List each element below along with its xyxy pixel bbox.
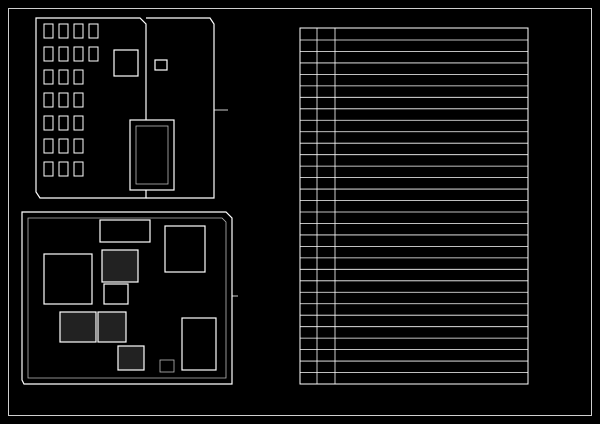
upper-fuse bbox=[43, 23, 54, 39]
upper-fuse bbox=[73, 69, 84, 85]
lower-relay-top bbox=[99, 219, 151, 243]
upper-fuse bbox=[73, 92, 84, 108]
upper-relay-large-inner bbox=[135, 125, 169, 185]
upper-fuse bbox=[58, 23, 69, 39]
lower-small-component bbox=[159, 359, 175, 373]
upper-fuse bbox=[73, 138, 84, 154]
lower-relay-left bbox=[43, 253, 93, 305]
lower-relay-bottom-left bbox=[59, 311, 97, 343]
upper-fuse bbox=[43, 138, 54, 154]
upper-fuse bbox=[43, 46, 54, 62]
upper-fuse bbox=[73, 46, 84, 62]
upper-fuse bbox=[58, 138, 69, 154]
upper-fuse bbox=[43, 115, 54, 131]
upper-fuse bbox=[58, 161, 69, 177]
upper-fuse bbox=[43, 69, 54, 85]
upper-panel-right-section bbox=[146, 17, 215, 199]
upper-fuse bbox=[88, 23, 99, 39]
upper-relay-large bbox=[129, 119, 175, 191]
table-rows bbox=[300, 39, 528, 385]
upper-fuse bbox=[88, 46, 99, 62]
upper-fuse bbox=[43, 161, 54, 177]
diagram-frame bbox=[8, 8, 592, 416]
lower-panel-outline bbox=[21, 211, 233, 385]
lower-relay-mid bbox=[101, 249, 139, 283]
upper-fuse bbox=[73, 115, 84, 131]
upper-small-component bbox=[154, 59, 168, 71]
upper-fuse-grid bbox=[43, 23, 99, 177]
upper-fuse bbox=[58, 92, 69, 108]
lower-fuse-panel bbox=[21, 211, 238, 385]
upper-fuse bbox=[43, 92, 54, 108]
lower-relay-top-right bbox=[164, 225, 206, 273]
lower-relay-small bbox=[103, 283, 129, 305]
upper-fuse bbox=[58, 46, 69, 62]
lower-relay-bottom-mid bbox=[97, 311, 127, 343]
table-border bbox=[299, 27, 529, 385]
fuse-table bbox=[299, 27, 529, 385]
upper-fuse bbox=[73, 161, 84, 177]
upper-relay-1 bbox=[113, 49, 139, 77]
lower-relay-right bbox=[181, 317, 217, 371]
upper-fuse bbox=[58, 69, 69, 85]
lower-panel-inner-outline bbox=[27, 217, 227, 379]
upper-fuse bbox=[73, 23, 84, 39]
lower-relay-bottom-right bbox=[117, 345, 145, 371]
upper-fuse-panel bbox=[35, 17, 228, 199]
upper-fuse bbox=[58, 115, 69, 131]
